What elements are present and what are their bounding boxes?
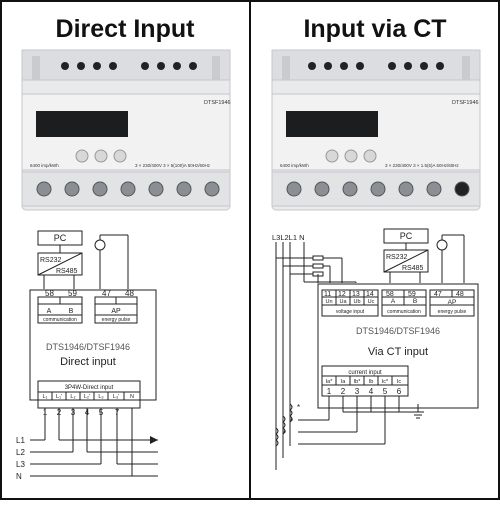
left-input-num-3: 3 xyxy=(71,408,76,417)
right-cur-ib: Ib xyxy=(369,379,374,385)
right-term-48: 48 xyxy=(456,291,464,298)
left-rs485-label: RS485 xyxy=(56,268,78,275)
right-term-13: 13 xyxy=(352,291,360,298)
right-comm-b: B xyxy=(413,298,417,305)
left-term-58: 58 xyxy=(45,289,54,298)
left-model-text: DTS1946/DTSF1946 xyxy=(46,342,130,352)
right-rs485-label: RS485 xyxy=(402,265,424,272)
right-pulse-rate: 6400 imp/kWh xyxy=(280,163,309,168)
right-pulse-caption: energy pulse xyxy=(438,309,467,315)
right-lcd xyxy=(286,111,378,137)
left-diagram xyxy=(29,230,158,477)
left-comm-caption: communication xyxy=(43,317,77,323)
left-pulse-ap: AP xyxy=(111,308,121,315)
right-cur-num-1: 1 xyxy=(327,387,332,396)
svg-text:*: * xyxy=(290,417,293,426)
left-pulse-caption: energy pulse xyxy=(102,317,131,323)
svg-text:*: * xyxy=(297,403,300,412)
left-input-label-5: L₃ xyxy=(98,394,103,400)
left-input-num-2: 2 xyxy=(57,408,62,417)
left-line-l2: L2 xyxy=(16,448,25,457)
right-current-title: current input xyxy=(348,370,382,376)
right-model-label: DTSF1946 xyxy=(452,100,479,106)
right-cur-num-6: 6 xyxy=(397,387,402,396)
right-ct-marks: * * * xyxy=(283,403,300,438)
left-input-num-7: 7 xyxy=(115,408,120,417)
left-comm-b: B xyxy=(69,308,74,315)
left-title: Direct Input xyxy=(56,15,196,43)
left-line-n: N xyxy=(16,472,22,481)
left-term-59: 59 xyxy=(68,289,77,298)
right-volt-un: Un xyxy=(325,299,332,305)
right-mode-text: Via CT input xyxy=(368,346,428,358)
right-term-11: 11 xyxy=(324,291,331,298)
right-cur-num-4: 4 xyxy=(369,387,374,396)
left-pulse-rate: 6400 imp/kWh xyxy=(30,163,59,168)
left-input-num-5: 5 xyxy=(99,408,104,417)
left-input-num-4: 4 xyxy=(85,408,90,417)
right-cur-ib-star: Ib* xyxy=(354,379,362,385)
right-spec: 3 × 230/400V 3 × 1.5(6)A 50Hz/60Hz xyxy=(385,163,460,168)
right-comm-a: A xyxy=(391,298,396,305)
right-rs232-label: RS232 xyxy=(386,254,408,261)
right-top-lines: L3L2L1 N xyxy=(272,233,305,242)
right-term-14: 14 xyxy=(366,291,374,298)
right-cur-num-5: 5 xyxy=(383,387,388,396)
left-input-num-1: 1 xyxy=(43,408,48,417)
right-cur-ia: Ia xyxy=(341,379,347,385)
right-meter: DTSF1946 6400 imp/kWh 3 × 230/400V 3 × 1… xyxy=(271,49,481,211)
right-term-12: 12 xyxy=(338,291,346,298)
right-volt-uc: Uc xyxy=(368,299,375,305)
right-cur-num-2: 2 xyxy=(341,387,346,396)
right-term-58: 58 xyxy=(386,291,394,298)
left-input-title: 3P4W-Direct input xyxy=(65,385,114,391)
right-diagram-text: L3L2L1 N PC RS232 RS485 11 12 13 14 58 5… xyxy=(272,231,467,396)
left-diagram-text: PC RS232 RS485 58 59 47 48 A B AP commun… xyxy=(16,233,134,481)
left-pc-label: PC xyxy=(54,233,67,243)
left-input-label-n: N xyxy=(130,394,134,400)
right-pulse-ap: AP xyxy=(448,299,457,306)
right-cur-ic-star: Ic* xyxy=(382,379,389,385)
right-voltage-caption: voltage input xyxy=(336,309,365,315)
left-comm-a: A xyxy=(47,308,52,315)
svg-text:*: * xyxy=(283,429,286,438)
left-rs232-label: RS232 xyxy=(40,257,62,264)
right-cur-num-3: 3 xyxy=(355,387,360,396)
right-term-47: 47 xyxy=(434,291,442,298)
left-term-47: 47 xyxy=(102,289,111,298)
right-diagram xyxy=(275,228,479,470)
left-line-l1: L1 xyxy=(16,436,25,445)
left-term-48: 48 xyxy=(125,289,134,298)
left-line-l3: L3 xyxy=(16,460,25,469)
left-mode-text: Direct input xyxy=(60,356,116,368)
right-term-59: 59 xyxy=(408,291,416,298)
left-input-label-4: L₂' xyxy=(84,394,90,400)
right-comm-caption: communication xyxy=(387,309,421,315)
left-input-label-7: L₃' xyxy=(113,394,119,400)
left-lcd xyxy=(36,111,128,137)
right-title: Input via CT xyxy=(303,15,446,43)
right-pc-label: PC xyxy=(400,231,413,241)
right-cur-ia-star: Ia* xyxy=(326,379,334,385)
left-input-label-1: L₁ xyxy=(43,394,48,400)
left-input-label-3: L₂ xyxy=(70,394,75,400)
right-volt-ua: Ua xyxy=(339,299,347,305)
left-meter: DTSF1946 6400 imp/kWh 3 × 230/400V 3 × 5… xyxy=(21,49,231,211)
left-spec: 3 × 230/400V 3 × 5(100)A 50Hz/60Hz xyxy=(135,163,211,168)
right-volt-ub: Ub xyxy=(353,299,360,305)
left-input-label-2: L₁' xyxy=(56,394,62,400)
right-cur-ic: Ic xyxy=(397,379,402,385)
right-model-text: DTS1946/DTSF1946 xyxy=(356,326,440,336)
left-model-label: DTSF1946 xyxy=(204,100,231,106)
